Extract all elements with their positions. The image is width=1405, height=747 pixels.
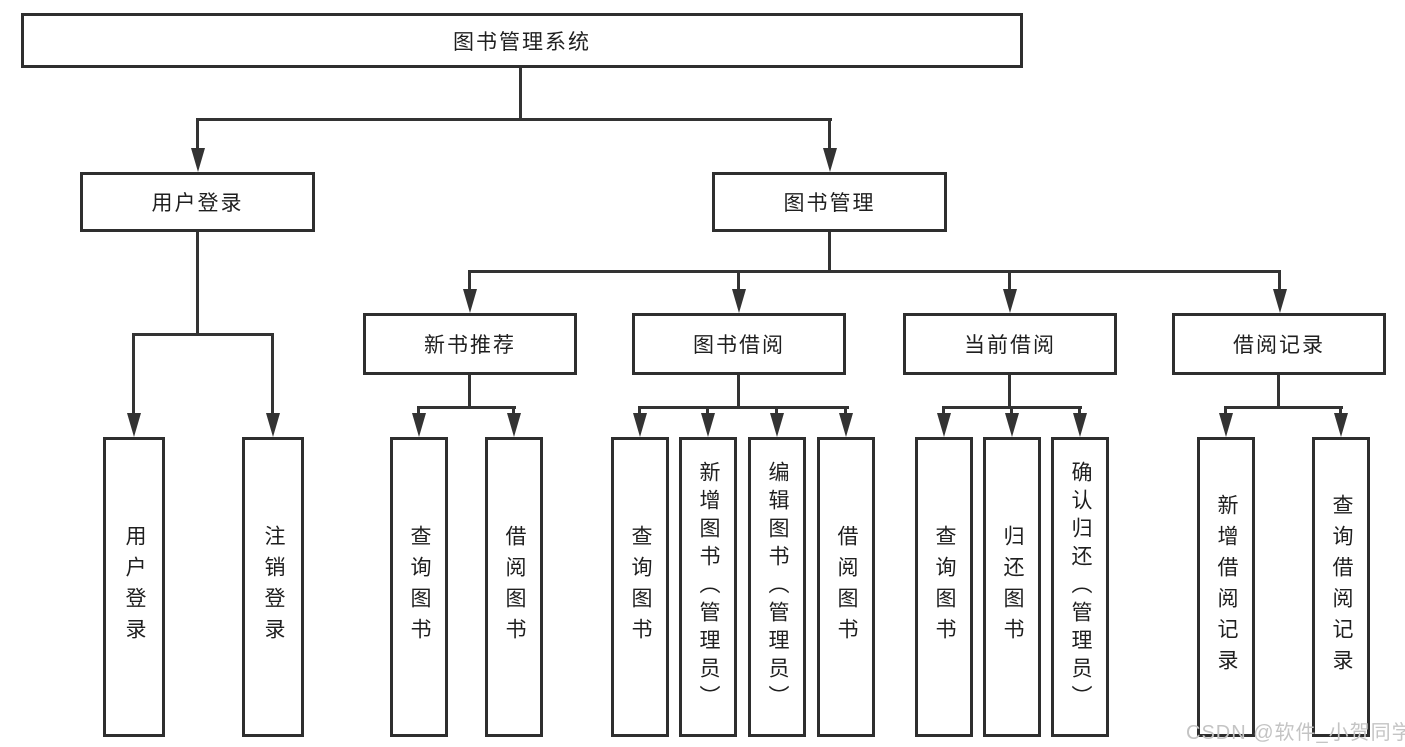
connector-line [1008, 270, 1011, 292]
arrowhead-down-icon [937, 413, 951, 437]
connector-line [468, 270, 1281, 273]
connector-line [468, 270, 471, 292]
leaf-query-borrow-record: 查询借阅记录 [1312, 437, 1370, 737]
connector-line [706, 406, 709, 416]
connector-line [468, 375, 471, 408]
leaf-add-borrow-record: 新增借阅记录 [1197, 437, 1255, 737]
connector-line [519, 68, 522, 120]
leaf-borrow-books-recommend: 借阅图书 [485, 437, 543, 737]
connector-line [1010, 406, 1013, 416]
arrowhead-down-icon [701, 413, 715, 437]
connector-line [271, 333, 274, 415]
connector-line [638, 406, 641, 416]
arrowhead-down-icon [1273, 289, 1287, 313]
leaf-user-login: 用户登录 [103, 437, 165, 737]
connector-line [638, 406, 849, 409]
arrowhead-down-icon [127, 413, 141, 437]
arrowhead-down-icon [633, 413, 647, 437]
connector-line [1277, 375, 1280, 408]
node-book-management: 图书管理 [712, 172, 947, 232]
arrowhead-down-icon [770, 413, 784, 437]
leaf-query-books-borrowing: 查询图书 [611, 437, 669, 737]
connector-line [844, 406, 847, 416]
connector-line [737, 375, 740, 408]
connector-line [132, 333, 274, 336]
node-user-login: 用户登录 [80, 172, 315, 232]
connector-line [1339, 406, 1342, 416]
connector-line [828, 232, 831, 273]
connector-line [512, 406, 515, 416]
arrowhead-down-icon [839, 413, 853, 437]
leaf-borrow-books-borrowing: 借阅图书 [817, 437, 875, 737]
connector-line [1008, 375, 1011, 408]
connector-line [942, 406, 945, 416]
connector-line [417, 406, 420, 416]
leaf-query-books-recommend: 查询图书 [390, 437, 448, 737]
node-new-book-recommendation: 新书推荐 [363, 313, 577, 375]
leaf-confirm-return-admin: 确认归还（管理员） [1051, 437, 1109, 737]
arrowhead-down-icon [1219, 413, 1233, 437]
connector-line [417, 406, 516, 409]
leaf-query-books-current: 查询图书 [915, 437, 973, 737]
connector-line [196, 118, 199, 150]
arrowhead-down-icon [1005, 413, 1019, 437]
leaf-edit-books-admin: 编辑图书（管理员） [748, 437, 806, 737]
arrowhead-down-icon [507, 413, 521, 437]
arrowhead-down-icon [191, 148, 205, 172]
arrowhead-down-icon [412, 413, 426, 437]
arrowhead-down-icon [266, 413, 280, 437]
connector-line [1224, 406, 1227, 416]
node-borrowing-records: 借阅记录 [1172, 313, 1386, 375]
arrowhead-down-icon [1334, 413, 1348, 437]
arrowhead-down-icon [823, 148, 837, 172]
connector-line [196, 232, 199, 335]
csdn-watermark: CSDN @软件_小贺同学 [1186, 722, 1405, 744]
leaf-return-books: 归还图书 [983, 437, 1041, 737]
node-current-borrowing: 当前借阅 [903, 313, 1117, 375]
connector-line [1224, 406, 1343, 409]
arrowhead-down-icon [732, 289, 746, 313]
arrowhead-down-icon [1003, 289, 1017, 313]
leaf-logout: 注销登录 [242, 437, 304, 737]
connector-line [1278, 270, 1281, 292]
connector-line [737, 270, 740, 292]
connector-line [196, 118, 832, 121]
arrowhead-down-icon [463, 289, 477, 313]
node-library-management-system: 图书管理系统 [21, 13, 1023, 68]
connector-line [132, 333, 135, 415]
connector-line [1078, 406, 1081, 416]
connector-line [828, 118, 831, 150]
arrowhead-down-icon [1073, 413, 1087, 437]
node-book-borrowing: 图书借阅 [632, 313, 846, 375]
leaf-add-books-admin: 新增图书（管理员） [679, 437, 737, 737]
connector-line [775, 406, 778, 416]
